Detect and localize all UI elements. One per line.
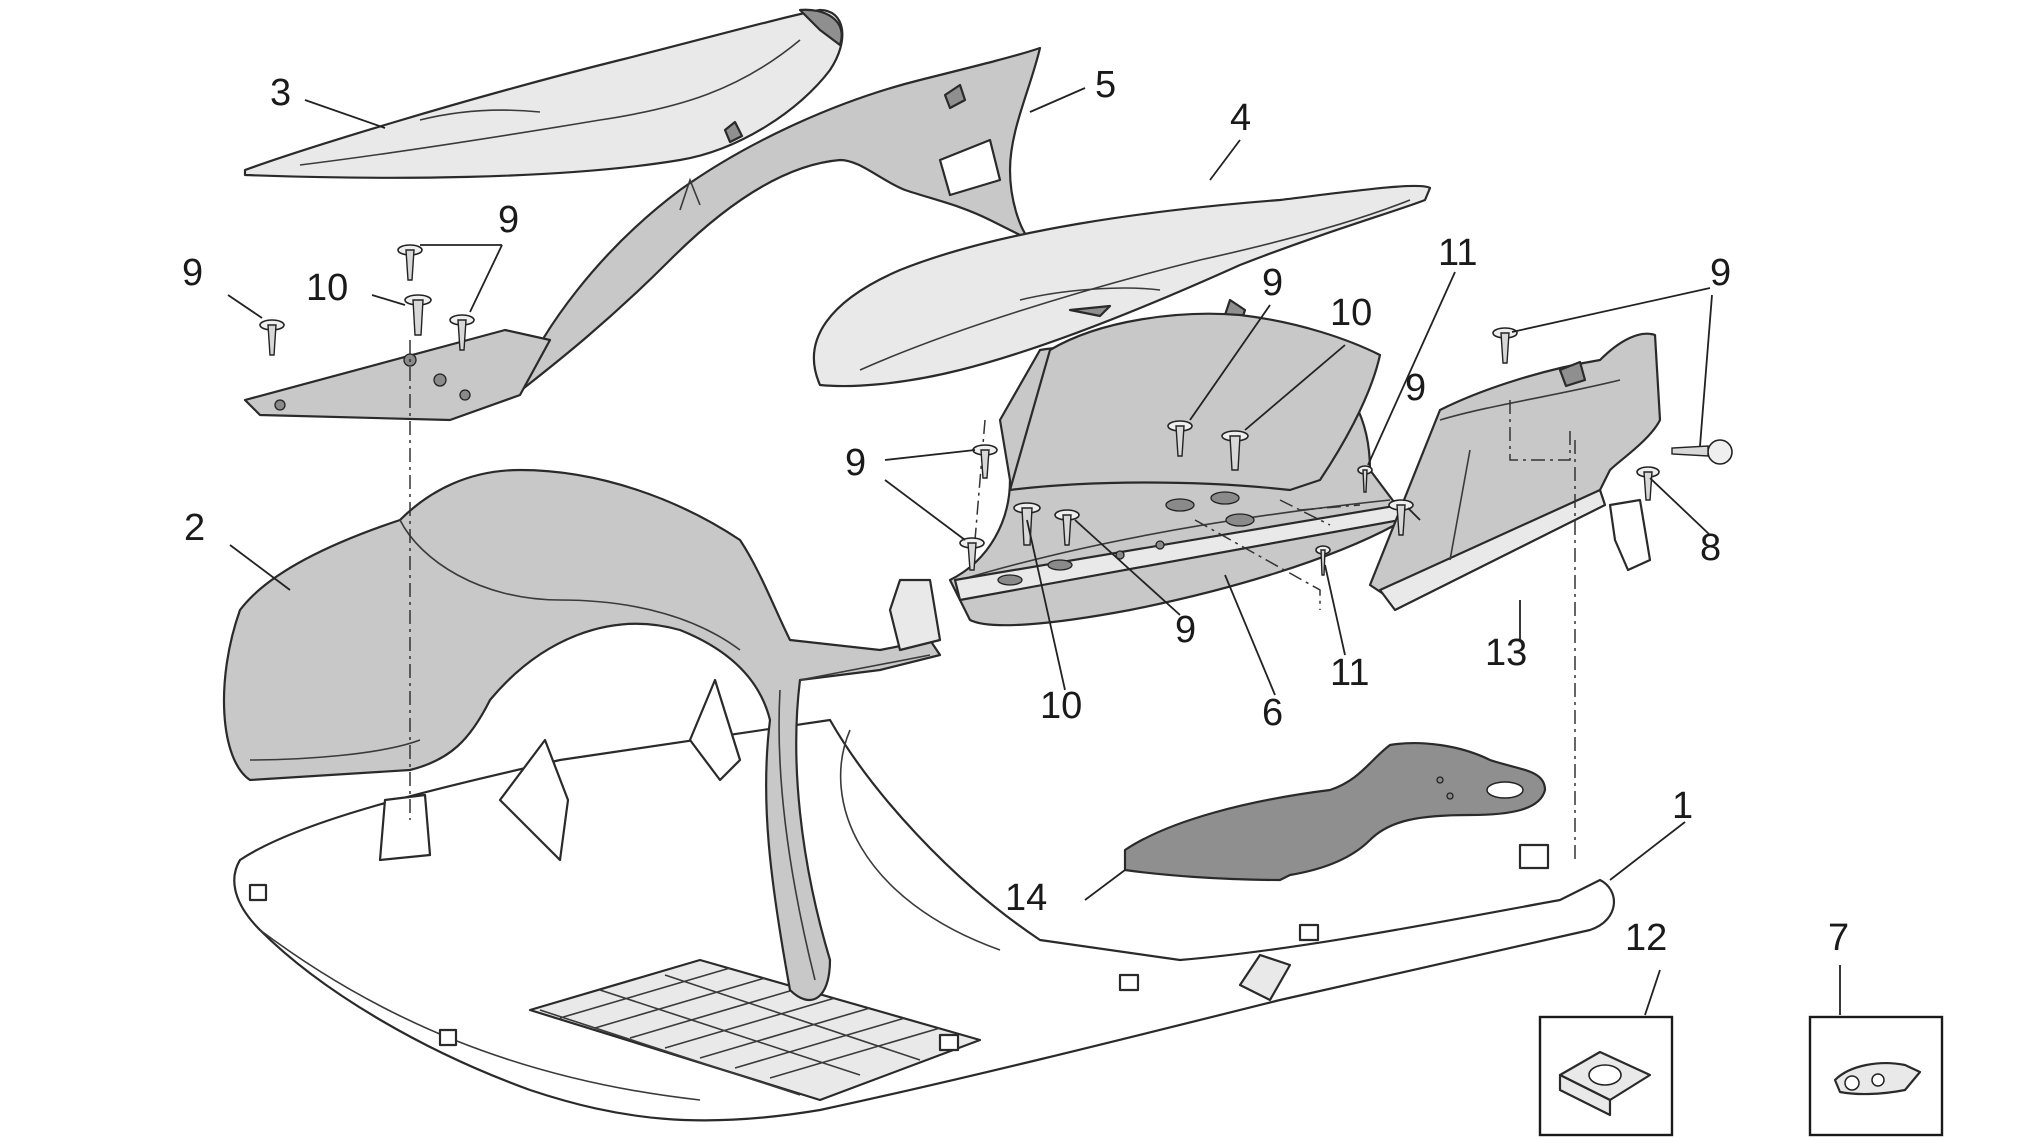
part-8-clip	[1608, 498, 1652, 572]
clip-nut-icon	[1558, 1050, 1652, 1117]
screw-icon	[449, 314, 475, 351]
callout-5: 5	[1095, 64, 1116, 106]
leader-lines	[227, 87, 1841, 1016]
callout-9: 9	[1710, 252, 1731, 294]
spring-clip-icon	[1833, 1062, 1922, 1096]
callout-1: 1	[1672, 785, 1693, 827]
floor-grille	[528, 958, 982, 1102]
part-6-inner-panel	[948, 298, 1402, 627]
callout-14: 14	[1005, 877, 1047, 919]
callout-7: 7	[1828, 917, 1849, 959]
callout-9: 9	[1405, 367, 1426, 409]
callout-9: 9	[182, 252, 203, 294]
pin-icon	[1315, 545, 1331, 576]
inset-part-12	[1538, 1015, 1674, 1137]
screw-icon	[1013, 502, 1041, 546]
screw-icon	[1388, 499, 1414, 536]
callout-9: 9	[845, 442, 866, 484]
part-14-mat	[1123, 742, 1547, 882]
callout-10: 10	[306, 267, 348, 309]
screw-icon	[1054, 509, 1080, 546]
callout-12: 12	[1625, 917, 1667, 959]
part-1-floor-panel	[233, 678, 1615, 1122]
screw-icon	[1636, 466, 1660, 501]
part-2-wheel-arch	[222, 468, 942, 1001]
screw-icon	[397, 244, 423, 281]
part-4-right-trim	[812, 184, 1432, 388]
callouts: 3 5 4 9 9 10 11 9 10 9 9 9 2 8 9 11 13 1…	[182, 64, 1849, 959]
callout-9: 9	[498, 199, 519, 241]
part-3-left-trim	[243, 8, 844, 179]
screw-icon	[1492, 327, 1518, 364]
callout-2: 2	[184, 507, 205, 549]
callout-11: 11	[1330, 652, 1369, 694]
callout-4: 4	[1230, 97, 1251, 139]
screws	[259, 244, 1733, 576]
screw-icon	[959, 537, 985, 571]
callout-3: 3	[270, 72, 291, 114]
pin-icon	[1357, 465, 1373, 493]
screw-icon	[1221, 430, 1249, 471]
callout-8: 8	[1700, 527, 1721, 569]
alignment-lines	[409, 340, 1576, 860]
callout-9: 9	[1262, 262, 1283, 304]
callout-9: 9	[1175, 609, 1196, 651]
inset-part-7	[1808, 1015, 1944, 1137]
screw-icon	[259, 319, 285, 356]
callout-6: 6	[1262, 692, 1283, 734]
screw-icon	[1167, 420, 1193, 457]
screw-icon	[404, 294, 432, 336]
part-5-side-panel	[243, 46, 1042, 422]
callout-10: 10	[1330, 292, 1372, 334]
callout-11: 11	[1438, 232, 1477, 274]
screw-icon	[1671, 439, 1733, 465]
callout-10: 10	[1040, 685, 1082, 727]
callout-13: 13	[1485, 632, 1527, 674]
screw-icon	[972, 444, 998, 479]
part-13-bracket-panel	[1368, 332, 1662, 612]
